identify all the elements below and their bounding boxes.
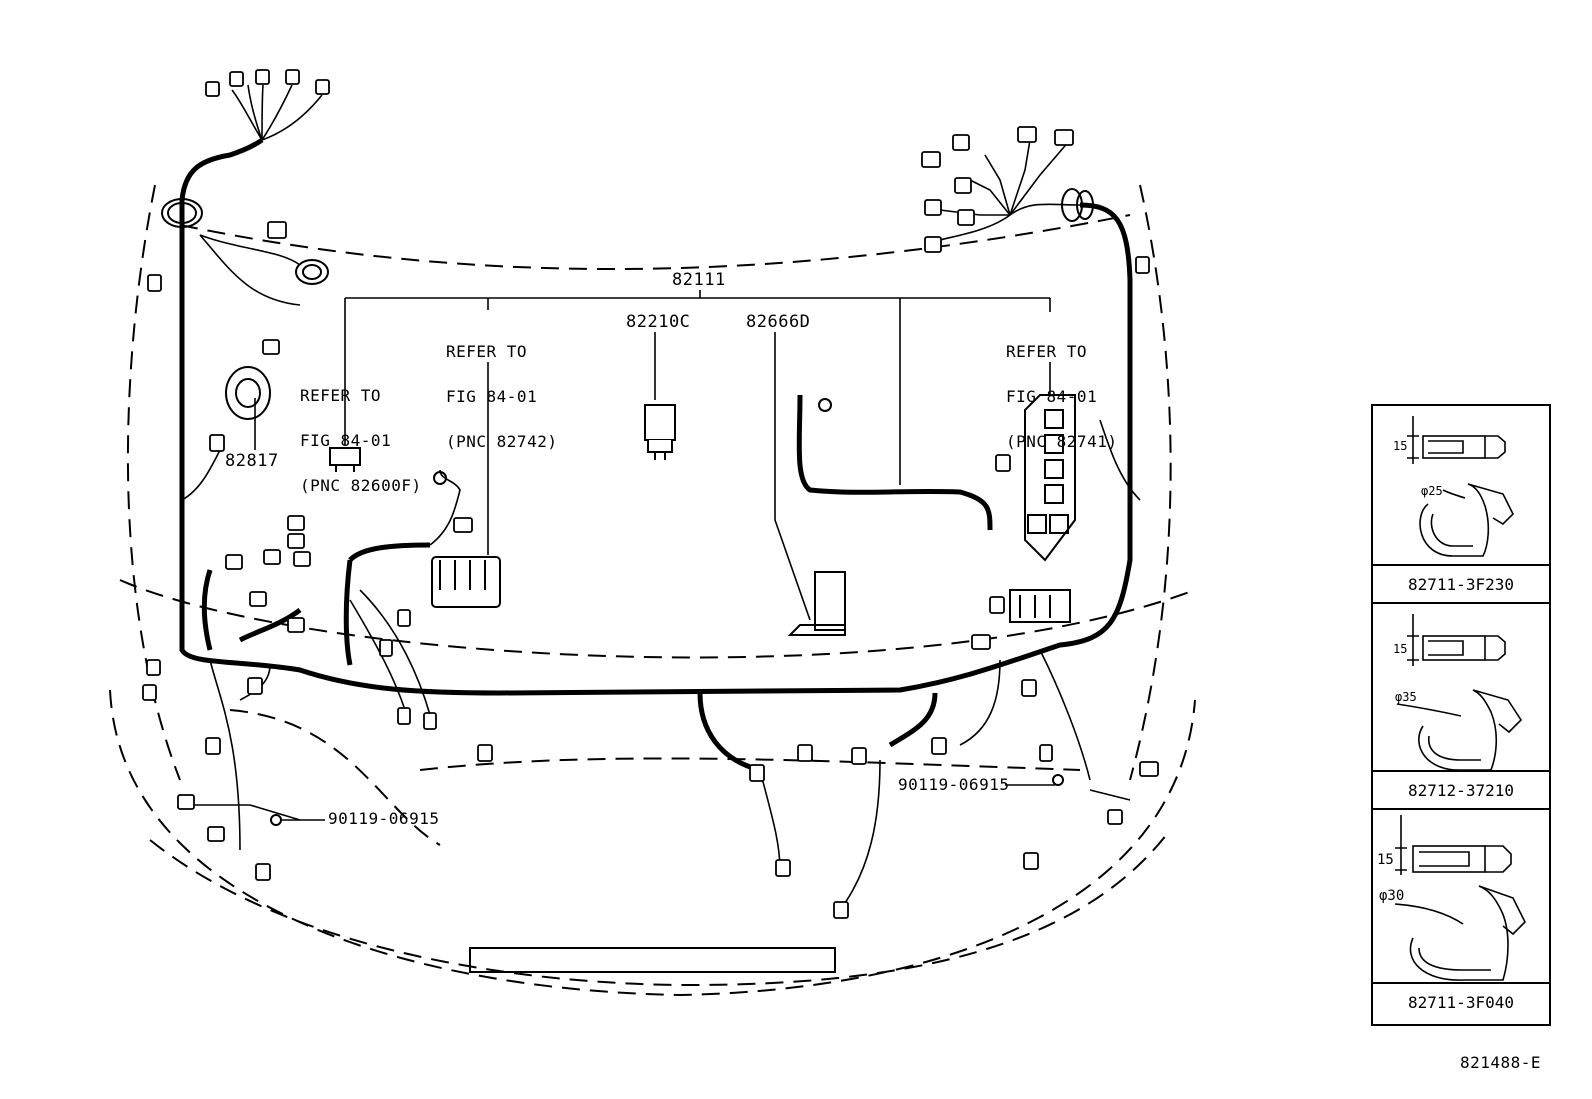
bracket [787,571,846,636]
clamp-1-diameter: φ25 [1421,484,1443,498]
clamp-drawing-2 [1396,614,1523,771]
clamp-3-diameter: φ30 [1379,888,1405,904]
refer-label-left: REFER TO FIG 84-01 (PNC 82600F) [300,358,422,508]
sensor [225,366,271,420]
clamp-drawing-1 [1407,416,1514,557]
refer-label-right: REFER TO FIG 84-01 (PNC 82741) [1006,314,1117,464]
refer-right-line2: FIG 84-01 [1006,387,1098,406]
clamp-2-height: 15 [1393,642,1408,656]
terminals-and-bolts [270,398,1064,826]
clamp-drawing-3 [1394,815,1526,981]
clamp-1-part-number: 82711-3F230 [1373,564,1549,606]
refer-center-line1: REFER TO [446,342,528,361]
label-relay: 82210C [626,312,691,332]
clamp-3-part-number: 82711-3F040 [1373,982,1549,1024]
leader-lines [254,290,1055,821]
relay-block-right [1009,394,1076,623]
clamp-1-height: 15 [1393,439,1408,453]
engine-bay-outline [109,184,1196,997]
clamp-2-diameter: φ35 [1395,690,1417,704]
refer-right-line3: (PNC 82741) [1006,432,1118,451]
refer-label-center: REFER TO FIG 84-01 (PNC 82742) [446,314,557,464]
wiring-harness-diagram [109,69,1196,997]
refer-left-line1: REFER TO [300,386,382,405]
refer-center-line2: FIG 84-01 [446,387,538,406]
connector-82600f [329,447,361,472]
branch-wires [181,84,1141,911]
junction-block-center [431,556,501,608]
refer-left-line3: (PNC 82600F) [300,476,422,495]
clamp-panel-3: 15 φ30 82711-3F040 [1371,808,1551,1026]
diagram-id: 821488-E [1460,1053,1542,1072]
relay [644,404,676,460]
label-sensor: 82817 [225,451,279,471]
grommets [161,188,1094,285]
refer-left-line2: FIG 84-01 [300,431,392,450]
main-harness [179,137,1133,773]
refer-center-line3: (PNC 82742) [446,432,558,451]
label-bolt-left: 90119-06915 [328,809,440,828]
refer-right-line1: REFER TO [1006,342,1088,361]
clamp-panel-2: 15 φ35 82712-37210 [1371,602,1551,814]
clamp-panel-1: 15 φ25 82711-3F230 [1371,404,1551,608]
label-bolt-right: 90119-06915 [898,775,1010,794]
label-harness-main: 82111 [672,270,726,290]
bumper-opening [469,947,836,973]
label-bracket: 82666D [746,312,811,332]
connectors [142,69,1159,919]
clamp-3-height: 15 [1377,852,1394,868]
clamp-2-part-number: 82712-37210 [1373,770,1549,812]
